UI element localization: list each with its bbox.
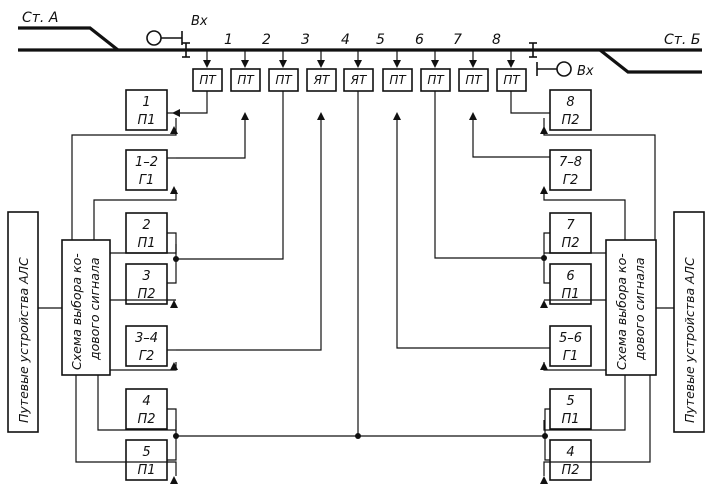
svg-text:П2: П2 bbox=[561, 463, 579, 478]
svg-text:ЯТ: ЯТ bbox=[350, 73, 368, 87]
entry-signal-left-label: Вх bbox=[191, 14, 208, 29]
svg-text:ПТ: ПТ bbox=[427, 73, 445, 87]
svg-text:П1: П1 bbox=[137, 463, 155, 478]
station-a-label: Ст. А bbox=[22, 10, 58, 26]
left-code-selector: Схема выбора ко- дового сигнала bbox=[61, 239, 111, 376]
left-selector-label-1: Схема выбора ко- bbox=[69, 253, 84, 370]
entry-signal-right-icon bbox=[536, 61, 572, 77]
right-unit-5: 5–6 Г1 bbox=[549, 325, 592, 367]
section-number-1: 1 bbox=[224, 32, 233, 48]
relay-box-7: ПТ bbox=[420, 68, 451, 92]
track-relays: ПТ ПТ ПТ ЯТ ЯТ ПТ ПТ ПТ bbox=[192, 68, 527, 92]
left-unit-4: 3 П2 bbox=[125, 263, 168, 305]
right-als-label: Путевые устройства АЛС bbox=[682, 257, 697, 423]
svg-text:5: 5 bbox=[566, 394, 574, 409]
section-number-6: 6 bbox=[415, 32, 424, 48]
svg-text:ПТ: ПТ bbox=[465, 73, 483, 87]
left-unit-3: 2 П1 bbox=[125, 212, 168, 254]
right-unit-4: 6 П1 bbox=[549, 263, 592, 305]
station-b-label: Ст. Б bbox=[664, 32, 700, 48]
svg-text:4: 4 bbox=[566, 445, 574, 460]
svg-text:1–2: 1–2 bbox=[135, 155, 158, 170]
entry-signal-right-label: Вх bbox=[577, 64, 594, 79]
right-selector-label-1: Схема выбора ко- bbox=[614, 253, 629, 370]
right-als-devices: Путевые устройства АЛС bbox=[656, 211, 705, 433]
svg-text:5: 5 bbox=[142, 445, 150, 460]
svg-text:Г1: Г1 bbox=[563, 349, 579, 364]
svg-text:7: 7 bbox=[566, 218, 575, 233]
left-unit-7: 5 П1 bbox=[125, 439, 168, 481]
svg-text:7–8: 7–8 bbox=[559, 155, 582, 170]
left-code-units: 1 П1 1–2 Г1 2 П1 3 П2 3–4 Г2 4 П2 bbox=[125, 89, 168, 481]
svg-text:П2: П2 bbox=[561, 236, 579, 251]
left-unit-5: 3–4 Г2 bbox=[125, 325, 168, 367]
right-unit-7: 4 П2 bbox=[549, 439, 592, 481]
svg-text:ПТ: ПТ bbox=[275, 73, 293, 87]
right-unit-stubs bbox=[540, 112, 550, 484]
svg-text:П2: П2 bbox=[561, 113, 579, 128]
relay-box-5: ЯТ bbox=[343, 68, 374, 92]
right-unit-1: 8 П2 bbox=[549, 89, 592, 131]
insulated-joint-right bbox=[529, 42, 537, 58]
svg-text:8: 8 bbox=[566, 95, 574, 110]
svg-text:2: 2 bbox=[142, 218, 150, 233]
svg-text:ПТ: ПТ bbox=[389, 73, 407, 87]
svg-text:6: 6 bbox=[566, 269, 574, 284]
section-number-2: 2 bbox=[262, 32, 271, 48]
left-unit-1: 1 П1 bbox=[125, 89, 168, 131]
svg-text:ПТ: ПТ bbox=[237, 73, 255, 87]
entry-signal-left-icon bbox=[146, 30, 183, 46]
relay-box-8: ПТ bbox=[458, 68, 489, 92]
right-unit-3: 7 П2 bbox=[549, 212, 592, 254]
svg-text:4: 4 bbox=[142, 394, 150, 409]
railway-track bbox=[18, 26, 702, 74]
right-unit-2: 7–8 Г2 bbox=[549, 149, 592, 191]
left-unit-6: 4 П2 bbox=[125, 388, 168, 430]
left-unit-stubs bbox=[167, 112, 179, 484]
relay-box-3: ПТ bbox=[268, 68, 299, 92]
section-number-8: 8 bbox=[492, 32, 501, 48]
right-selector-wiring bbox=[543, 118, 656, 476]
svg-text:П1: П1 bbox=[561, 412, 579, 427]
svg-text:П1: П1 bbox=[561, 287, 579, 302]
svg-text:ПТ: ПТ bbox=[199, 73, 217, 87]
left-unit-2: 1–2 Г1 bbox=[125, 149, 168, 191]
svg-text:5–6: 5–6 bbox=[559, 331, 582, 346]
left-selector-wiring bbox=[71, 118, 177, 476]
left-selector-label-2: дового сигнала bbox=[87, 257, 102, 361]
right-selector-label-2: дового сигнала bbox=[632, 257, 647, 361]
right-code-selector: Схема выбора ко- дового сигнала bbox=[605, 239, 657, 376]
section-number-4: 4 bbox=[341, 32, 350, 48]
left-als-label: Путевые устройства АЛС bbox=[16, 257, 31, 423]
svg-text:Г1: Г1 bbox=[139, 173, 155, 188]
relay-box-4: ЯТ bbox=[306, 68, 337, 92]
left-als-devices: Путевые устройства АЛС bbox=[7, 211, 62, 433]
relay-box-1: ПТ bbox=[192, 68, 223, 92]
section-numbers: 1 2 3 4 5 6 7 8 bbox=[224, 32, 501, 48]
section-number-3: 3 bbox=[301, 32, 310, 48]
right-code-units: 8 П2 7–8 Г2 7 П2 6 П1 5–6 Г1 5 П1 bbox=[549, 89, 592, 481]
svg-text:Г2: Г2 bbox=[563, 173, 579, 188]
track-relay-connections bbox=[203, 50, 515, 68]
svg-text:3–4: 3–4 bbox=[135, 331, 158, 346]
svg-text:П1: П1 bbox=[137, 113, 155, 128]
right-unit-6: 5 П1 bbox=[549, 388, 592, 430]
relay-box-2: ПТ bbox=[230, 68, 261, 92]
relay-box-9: ПТ bbox=[496, 68, 527, 92]
relay-to-unit-wiring bbox=[172, 91, 544, 439]
svg-text:П1: П1 bbox=[137, 236, 155, 251]
section-number-7: 7 bbox=[453, 32, 462, 48]
relay-box-6: ПТ bbox=[382, 68, 413, 92]
insulated-joint-left bbox=[182, 42, 190, 58]
svg-text:1: 1 bbox=[142, 95, 150, 110]
svg-text:П2: П2 bbox=[137, 287, 155, 302]
section-number-5: 5 bbox=[376, 32, 385, 48]
svg-text:П2: П2 bbox=[137, 412, 155, 427]
svg-text:Г2: Г2 bbox=[139, 349, 155, 364]
svg-text:ПТ: ПТ bbox=[503, 73, 521, 87]
svg-text:3: 3 bbox=[142, 269, 150, 284]
svg-text:ЯТ: ЯТ bbox=[313, 73, 331, 87]
